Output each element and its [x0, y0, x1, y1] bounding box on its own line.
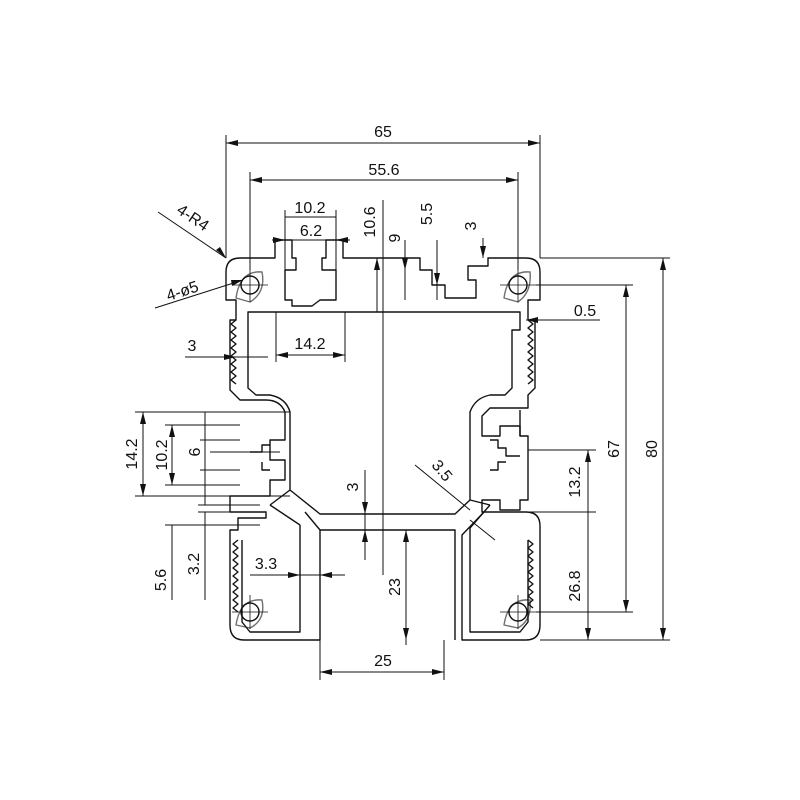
dim-lip-depth: 5.5: [419, 203, 436, 225]
dim-small-gap: 5.6: [153, 569, 170, 591]
dim-lower-offset: 26.8: [567, 570, 584, 601]
dim-side-slot-height: 14.2: [124, 438, 141, 469]
dim-hole-pitch-height: 67: [606, 440, 623, 458]
dim-hole-note: 4-ø5: [164, 279, 201, 305]
dim-side-slot-opening: 6: [187, 447, 204, 456]
dim-slot-depth: 10.6: [362, 206, 379, 237]
dim-web-thickness: 3: [345, 482, 362, 491]
dim-hole-pitch-width: 55.6: [368, 162, 399, 179]
dim-overall-width: 65: [374, 124, 392, 141]
arrowheads: [140, 140, 666, 675]
dim-lip-thickness: 3: [463, 221, 480, 230]
dim-side-offset-a: 13.2: [567, 466, 584, 497]
dim-center-slot-width: 25: [374, 653, 392, 670]
dimension-lines: [135, 135, 670, 680]
dim-center-slot-depth: 23: [387, 578, 404, 596]
mounting-holes: [232, 268, 536, 629]
dim-slot-opening: 6.2: [300, 223, 322, 240]
profile-outline: [225, 239, 541, 641]
dim-slot-outer-width: 10.2: [294, 200, 325, 217]
dim-corner-radius-note: 4-R4: [173, 202, 211, 236]
dim-wall-side: 3: [188, 338, 197, 355]
dim-wall-thickness: 0.5: [574, 303, 596, 320]
dim-overall-height: 80: [644, 440, 661, 458]
dim-rib-angle: 3.5: [428, 457, 455, 485]
dim-side-slot-inner: 10.2: [154, 439, 171, 470]
dim-slot-flange-depth: 9: [387, 233, 404, 242]
dim-small-gap-2: 3.2: [186, 553, 203, 575]
dim-inner-width: 14.2: [294, 336, 325, 353]
dim-leg-thickness: 3.3: [255, 556, 277, 573]
